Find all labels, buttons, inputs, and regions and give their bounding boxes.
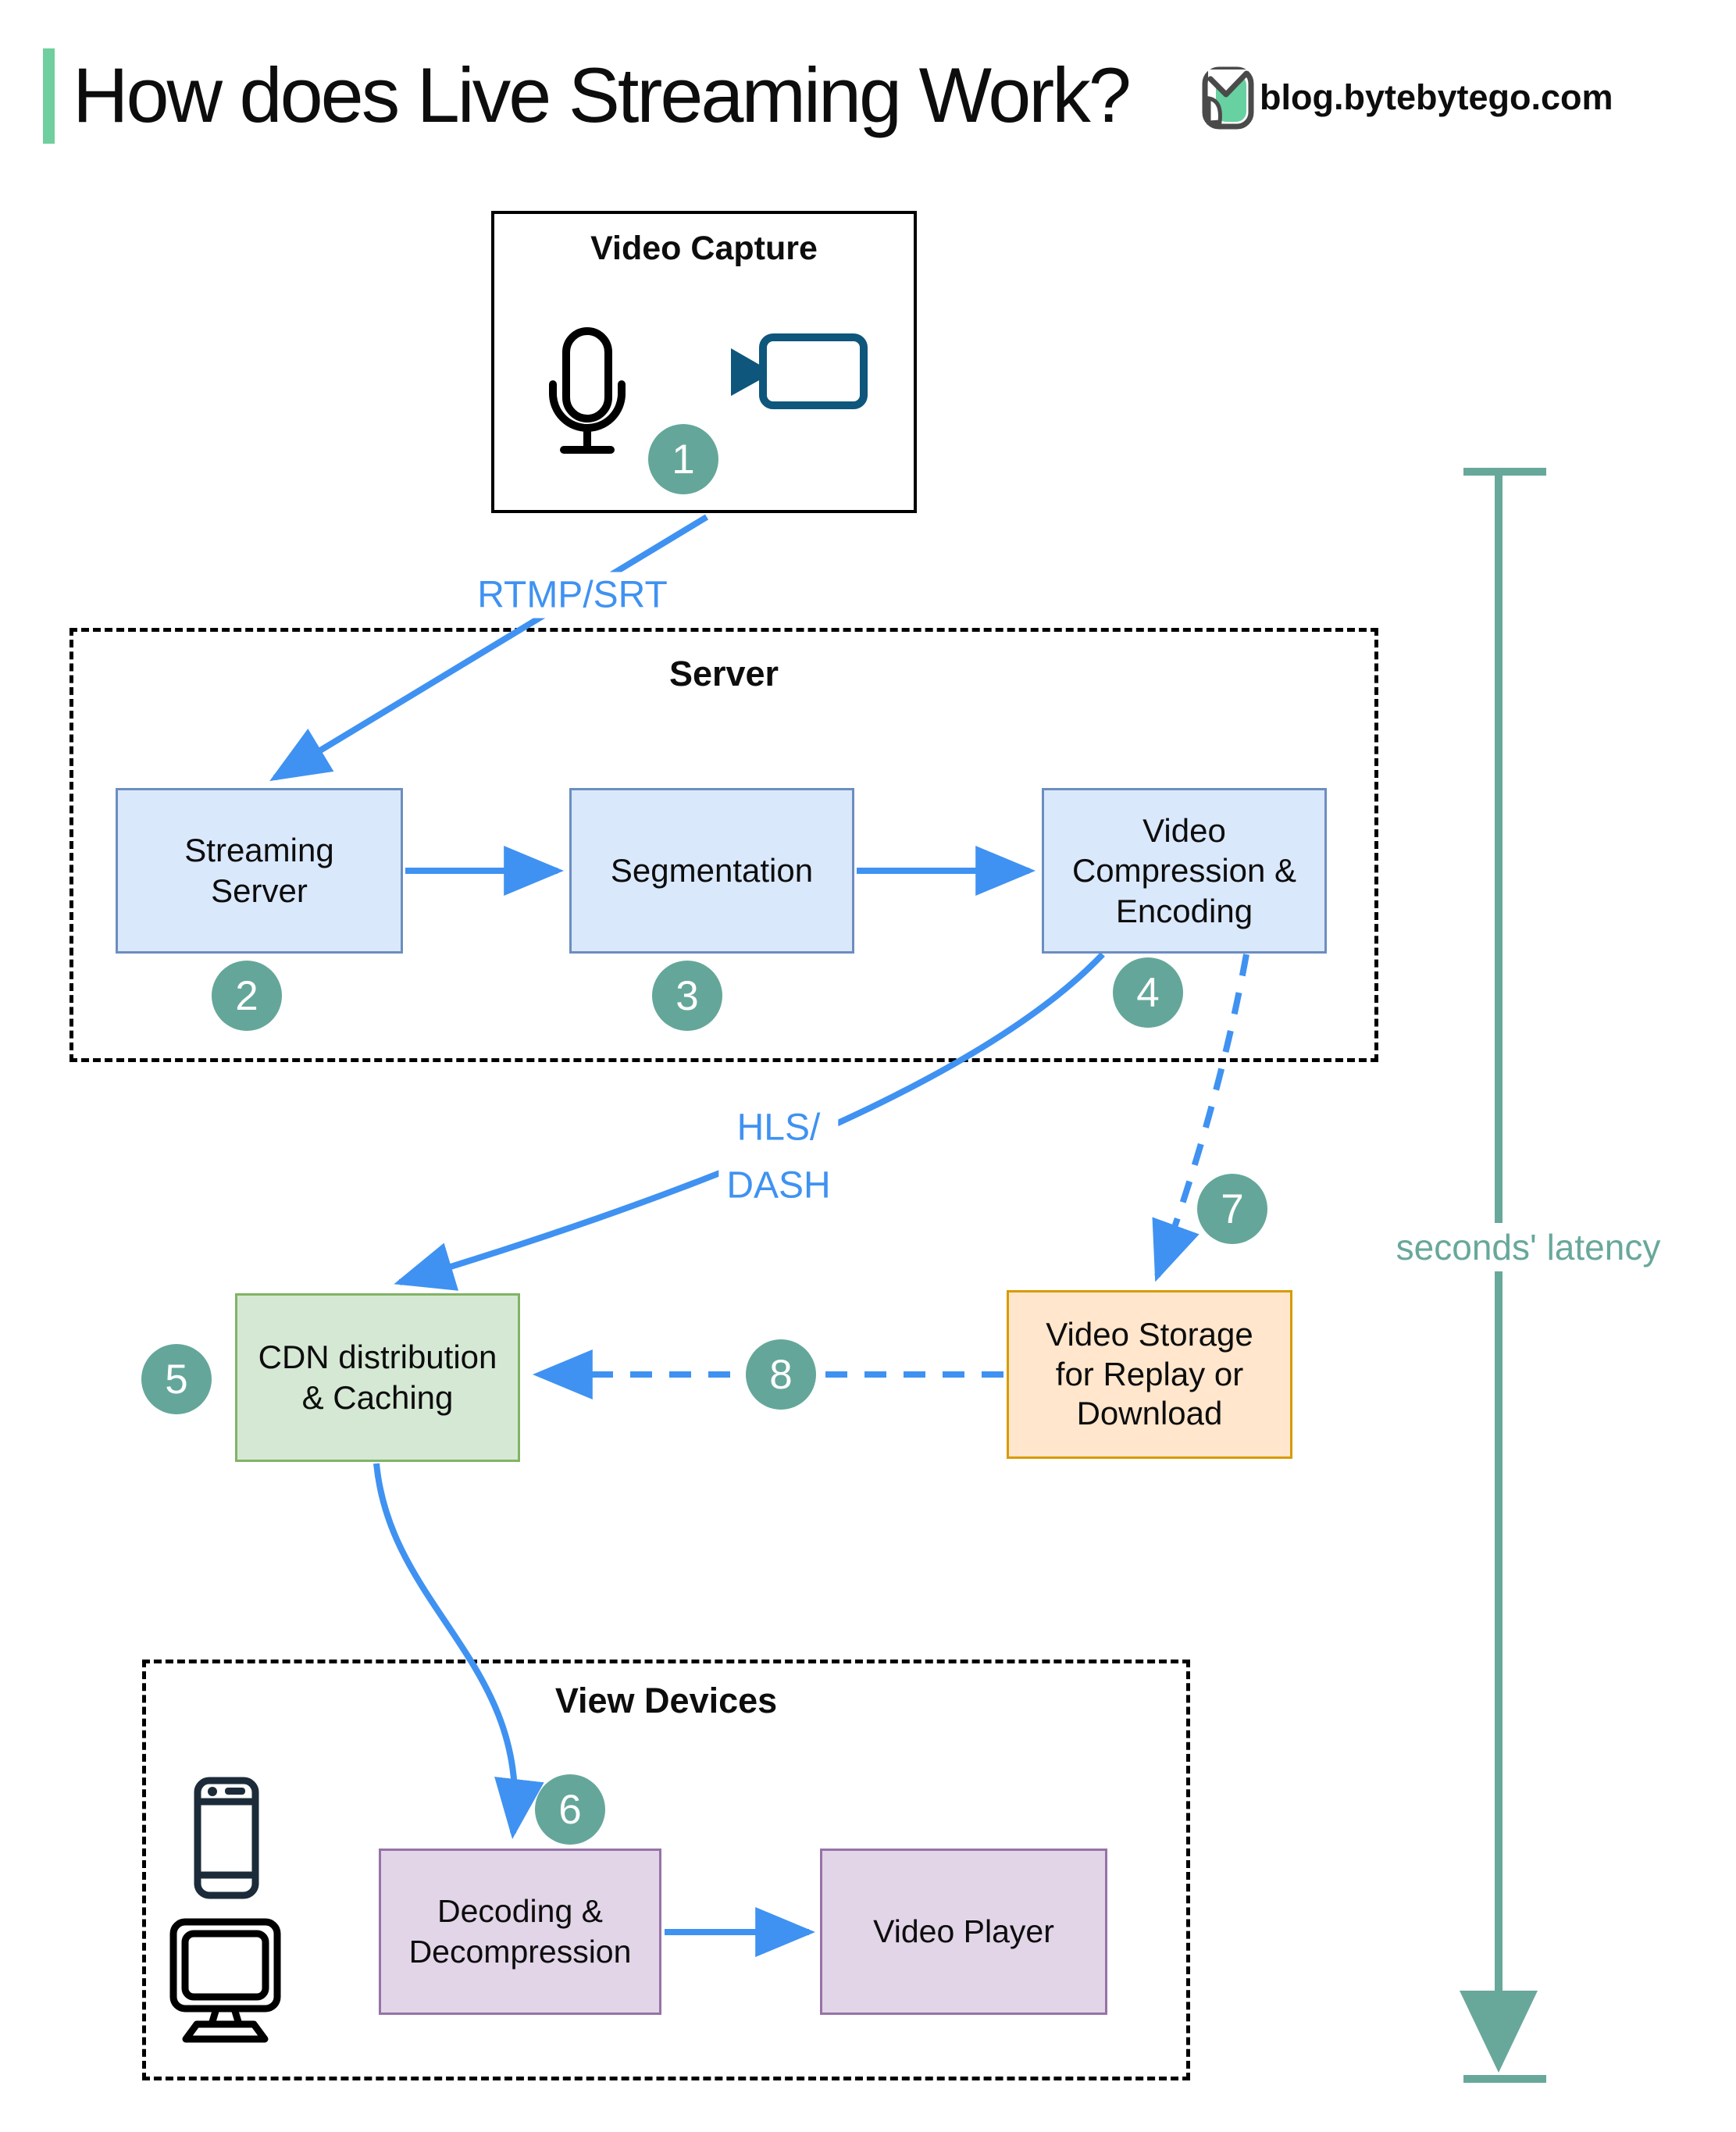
node-cdn-distribution-caching: CDN distribution & Caching [235, 1293, 520, 1462]
step-badge-5: 5 [141, 1344, 212, 1414]
node-video-compression-encoding: Video Compression & Encoding [1042, 788, 1327, 954]
node-segmentation: Segmentation [569, 788, 854, 954]
edge-label-rtmp-srt: RTMP/SRT [469, 572, 676, 619]
step-badge-2: 2 [212, 961, 282, 1031]
site-url-label: blog.bytebytego.com [1260, 77, 1613, 117]
latency-label: seconds' latency [1385, 1223, 1672, 1271]
step-badge-8: 8 [746, 1339, 816, 1410]
node-streaming-server: Streaming Server [116, 788, 403, 954]
node-decoding-decompression: Decoding & Decompression [379, 1849, 661, 2015]
title-accent-bar [43, 48, 55, 144]
view-devices-group-label: View Devices [554, 1681, 778, 1720]
node-video-player: Video Player [820, 1849, 1107, 2015]
node-video-storage: Video Storage for Replay or Download [1007, 1290, 1292, 1459]
bytebytego-logo-icon [1202, 66, 1254, 130]
page-title: How does Live Streaming Work? [73, 52, 1132, 138]
step-badge-7: 7 [1197, 1174, 1267, 1244]
step-badge-1: 1 [648, 424, 718, 494]
step-badge-3: 3 [652, 961, 722, 1031]
step-badge-6: 6 [535, 1774, 605, 1845]
view-devices-group-box: View Devices [142, 1660, 1190, 2080]
server-group-label: Server [668, 654, 779, 693]
edge-label-hls-dash: HLS/ DASH [718, 1097, 839, 1218]
step-badge-4: 4 [1113, 957, 1183, 1028]
